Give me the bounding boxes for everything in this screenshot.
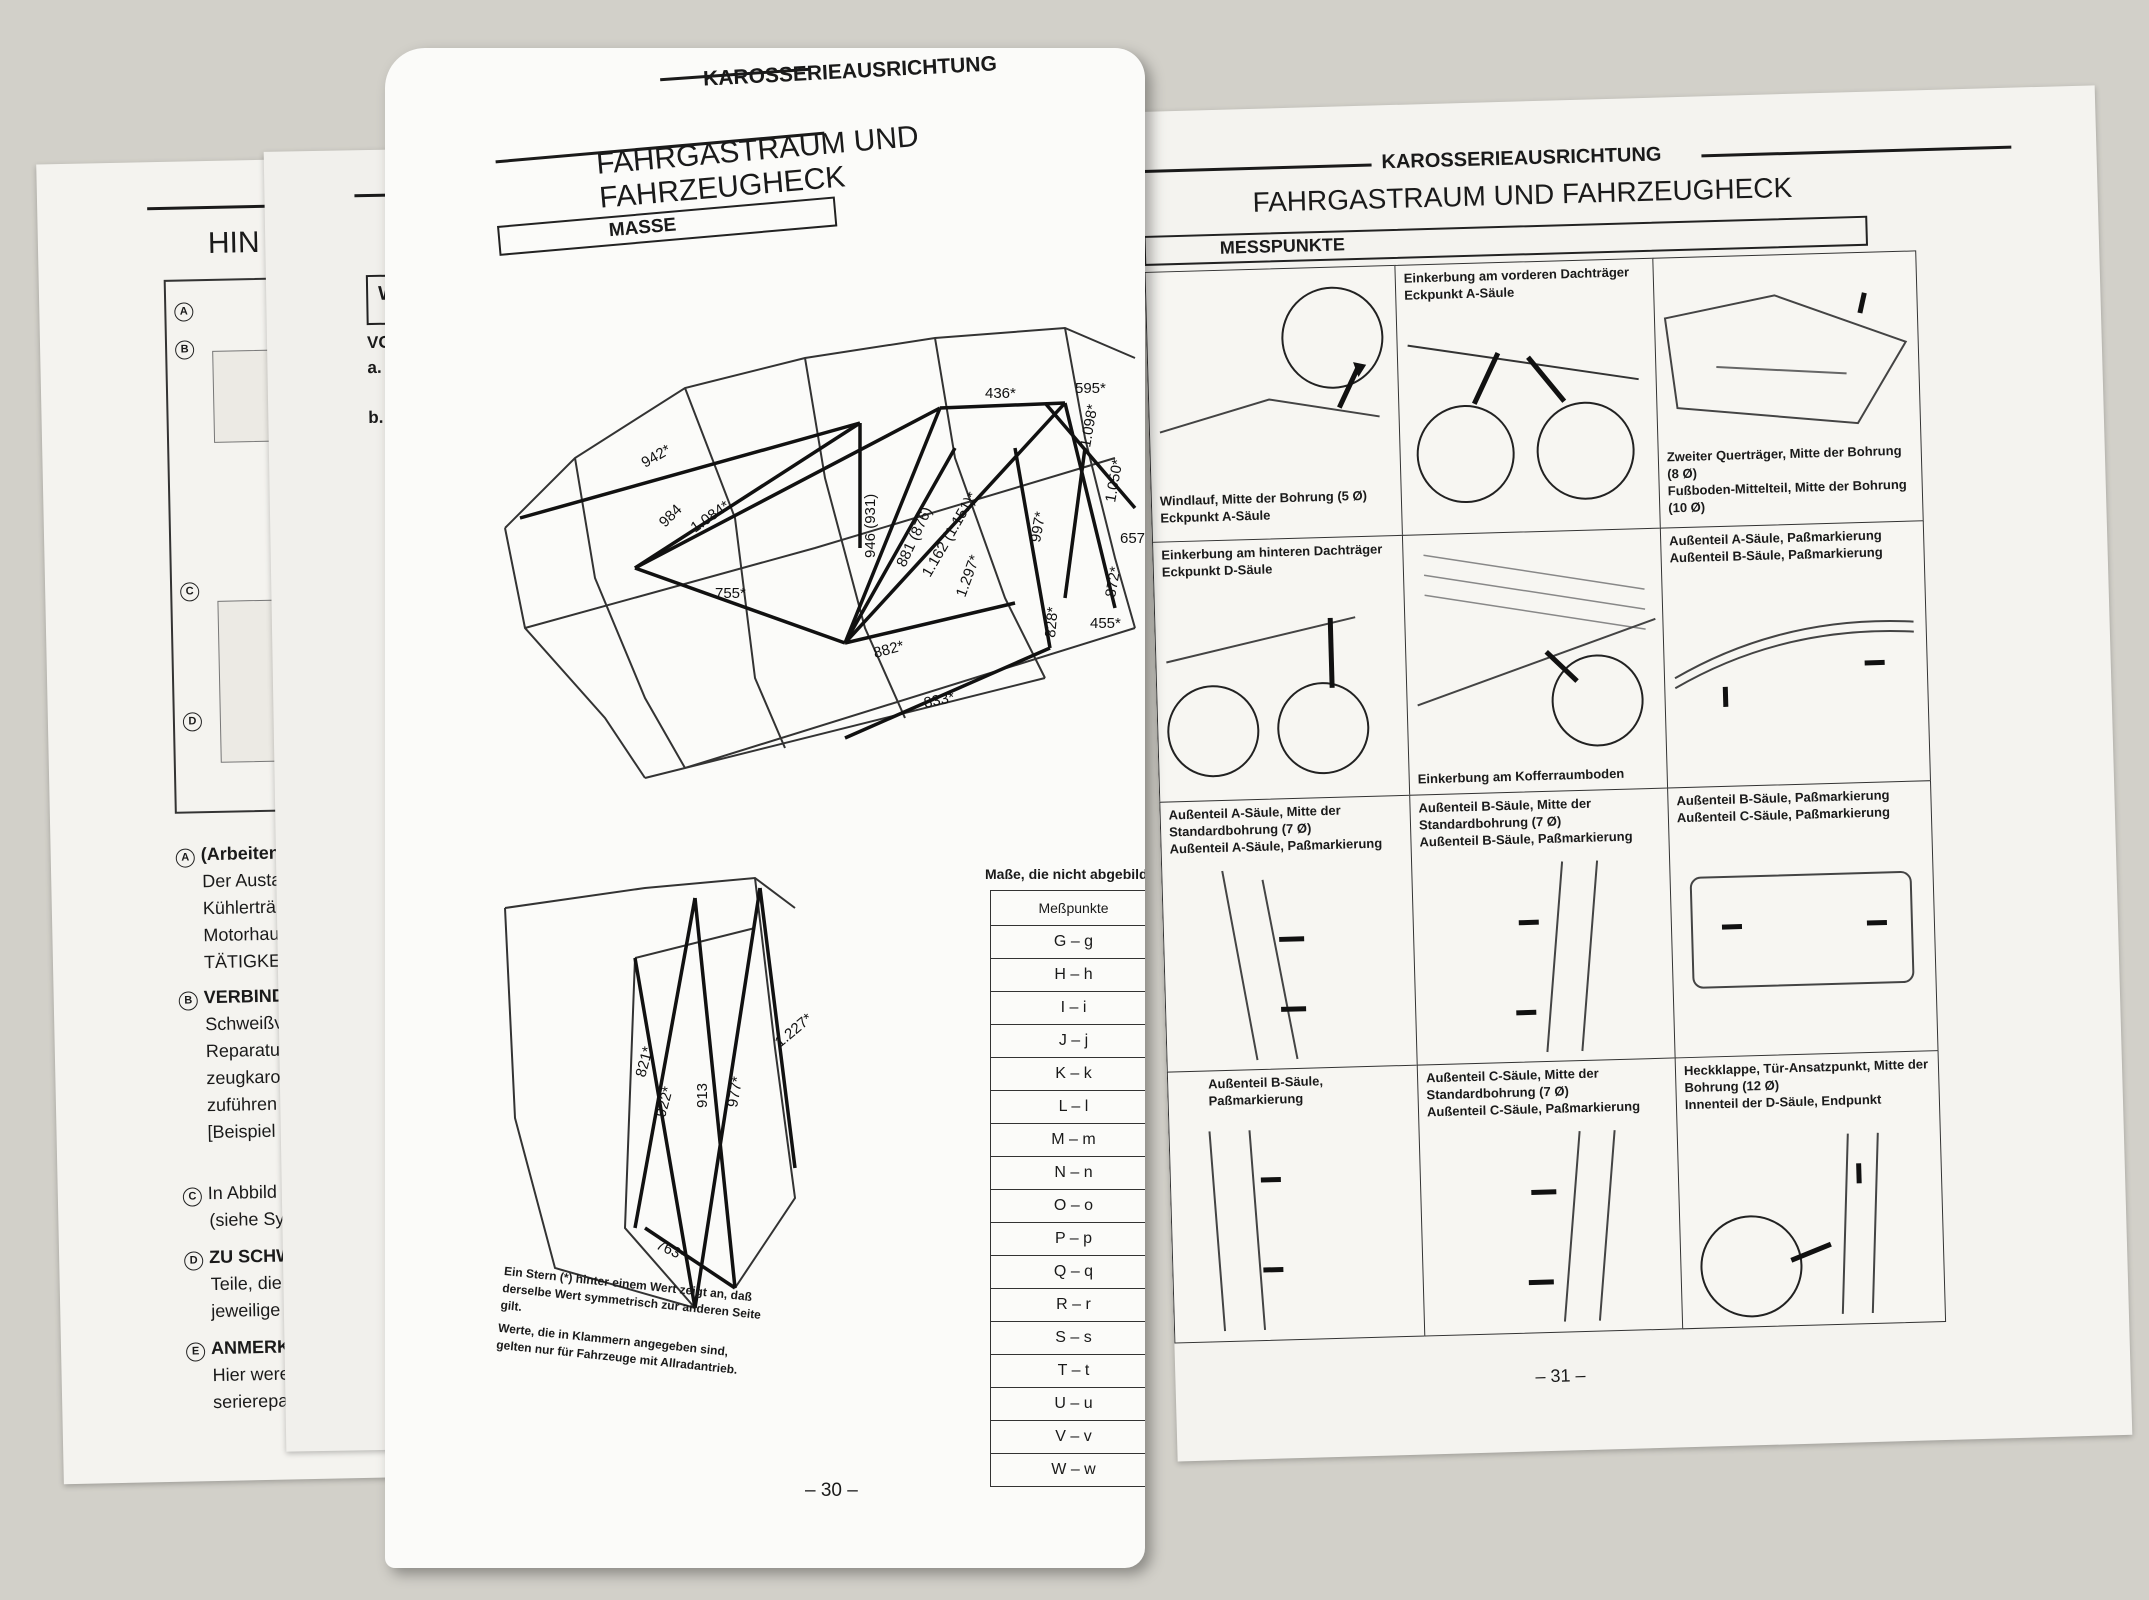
cell-quertraeger: Zweiter Querträger, Mitte der Bohrung (8… [1652, 250, 1924, 530]
dim-label-1050: 1.050* [1102, 458, 1126, 504]
page-31: KAROSSERIEAUSRICHTUNG FAHRGASTRAUM UND F… [1140, 85, 2133, 1462]
table-row: Q – q [991, 1255, 1145, 1288]
table-row: I – i [991, 991, 1145, 1024]
cell-windlauf: Windlauf, Mitte der Bohrung (5 Ø) Eckpun… [1144, 264, 1404, 544]
cell-a-b-saeule: Außenteil A-Säule, Paßmarkierung Außente… [1659, 520, 1932, 790]
dim-label-984: 984 [656, 501, 686, 531]
table-row: K – k [991, 1057, 1145, 1090]
table-row: W – w [991, 1453, 1145, 1486]
dim-label-997: 997* [1027, 510, 1049, 544]
dim-label-595: 595* [1075, 380, 1106, 397]
page-title: FAHRGASTRAUM UND FAHRZEUGHECK [595, 119, 921, 215]
dimension-lines [519, 401, 1137, 740]
dim-label-833: 833* [922, 689, 956, 712]
table-row: N – n [991, 1156, 1145, 1189]
table-row: O – o [991, 1189, 1145, 1222]
page-30: KAROSSERIEAUSRICHTUNG FAHRGASTRAUM UND F… [385, 48, 1145, 1568]
cell-b-saeule-p-q: Außenteil B-Säule, Paßmarkierung [1166, 1064, 1427, 1344]
page-heading: HIN [207, 225, 260, 260]
rear-dimension-lines [633, 887, 797, 1309]
cell-dachtraeger-hinten: Einkerbung am hinteren Dachträger Eckpun… [1152, 534, 1412, 804]
dim-label-872: 872* [1102, 565, 1124, 599]
lower-body-diagram: 821* 922* 913 977* 1.227* 763* [504, 876, 816, 1309]
dim-label-977: 977* [724, 1075, 746, 1109]
section-header: KAROSSERIEAUSRICHTUNG [1381, 143, 1662, 174]
dim-label-882: 882* [872, 637, 906, 661]
cell-b-saeule: Außenteil B-Säule, Mitte der Standardboh… [1409, 787, 1677, 1067]
dim-label-657: 657* [1120, 530, 1145, 547]
upper-body-diagram: 942* 984 1.084* 755* 946 (931) 881 (876)… [504, 326, 1145, 779]
rear-dimension-labels: 821* 922* 913 977* 1.227* 763* [632, 1010, 815, 1265]
table-row: L – l [991, 1090, 1145, 1123]
dim-label-755: 755* [715, 585, 746, 602]
cell-kofferraumboden: Einkerbung am Kofferraumboden [1401, 527, 1670, 797]
table-header: Meßpunkte [1038, 900, 1109, 916]
table-row: T – t [991, 1354, 1145, 1387]
cell-c-saeule: Außenteil C-Säule, Mitte der Standardboh… [1416, 1057, 1685, 1337]
table-row: H – h [991, 958, 1145, 991]
dim-label-942: 942* [639, 441, 674, 471]
page-number: – 30 – [805, 1480, 858, 1501]
dim-label-455: 455* [1090, 615, 1121, 632]
cell-a-saeule: Außenteil A-Säule, Mitte der Standardboh… [1159, 794, 1419, 1074]
table-row: J – j [991, 1024, 1145, 1057]
table-row: R – r [991, 1288, 1145, 1321]
dim-label-436: 436* [985, 385, 1016, 402]
dim-label-946: 946 (931) [862, 494, 879, 558]
page-number: – 31 – [1535, 1365, 1586, 1387]
dim-label-913: 913 [694, 1083, 711, 1108]
table-row: M – m [991, 1123, 1145, 1156]
table-caption: Maße, die nicht abgebildet s [985, 866, 1145, 882]
page-title: FAHRGASTRAUM UND FAHRZEUGHECK [1252, 171, 1793, 218]
messpunkte-table: Meßpunkte G – g H – h I – i J – j K – k … [990, 890, 1145, 1487]
cell-b-c-saeule: Außenteil B-Säule, Paßmarkierung Außente… [1667, 780, 1939, 1060]
dim-label-1297: 1.297* [953, 553, 984, 600]
cell-heckklappe: Heckklappe, Tür-Ansatzpunkt, Mitte der B… [1674, 1050, 1947, 1330]
table-row: G – g [991, 925, 1145, 958]
table-row: P – p [991, 1222, 1145, 1255]
table-row: U – u [991, 1387, 1145, 1420]
section-header: KAROSSERIEAUSRICHTUNG [702, 52, 998, 91]
dim-label-828: 828* [1042, 606, 1062, 638]
table-row: S – s [991, 1321, 1145, 1354]
table-row: V – v [991, 1420, 1145, 1453]
cell-dachtraeger-vorn: Einkerbung am vorderen Dachträger Eckpun… [1394, 257, 1662, 537]
